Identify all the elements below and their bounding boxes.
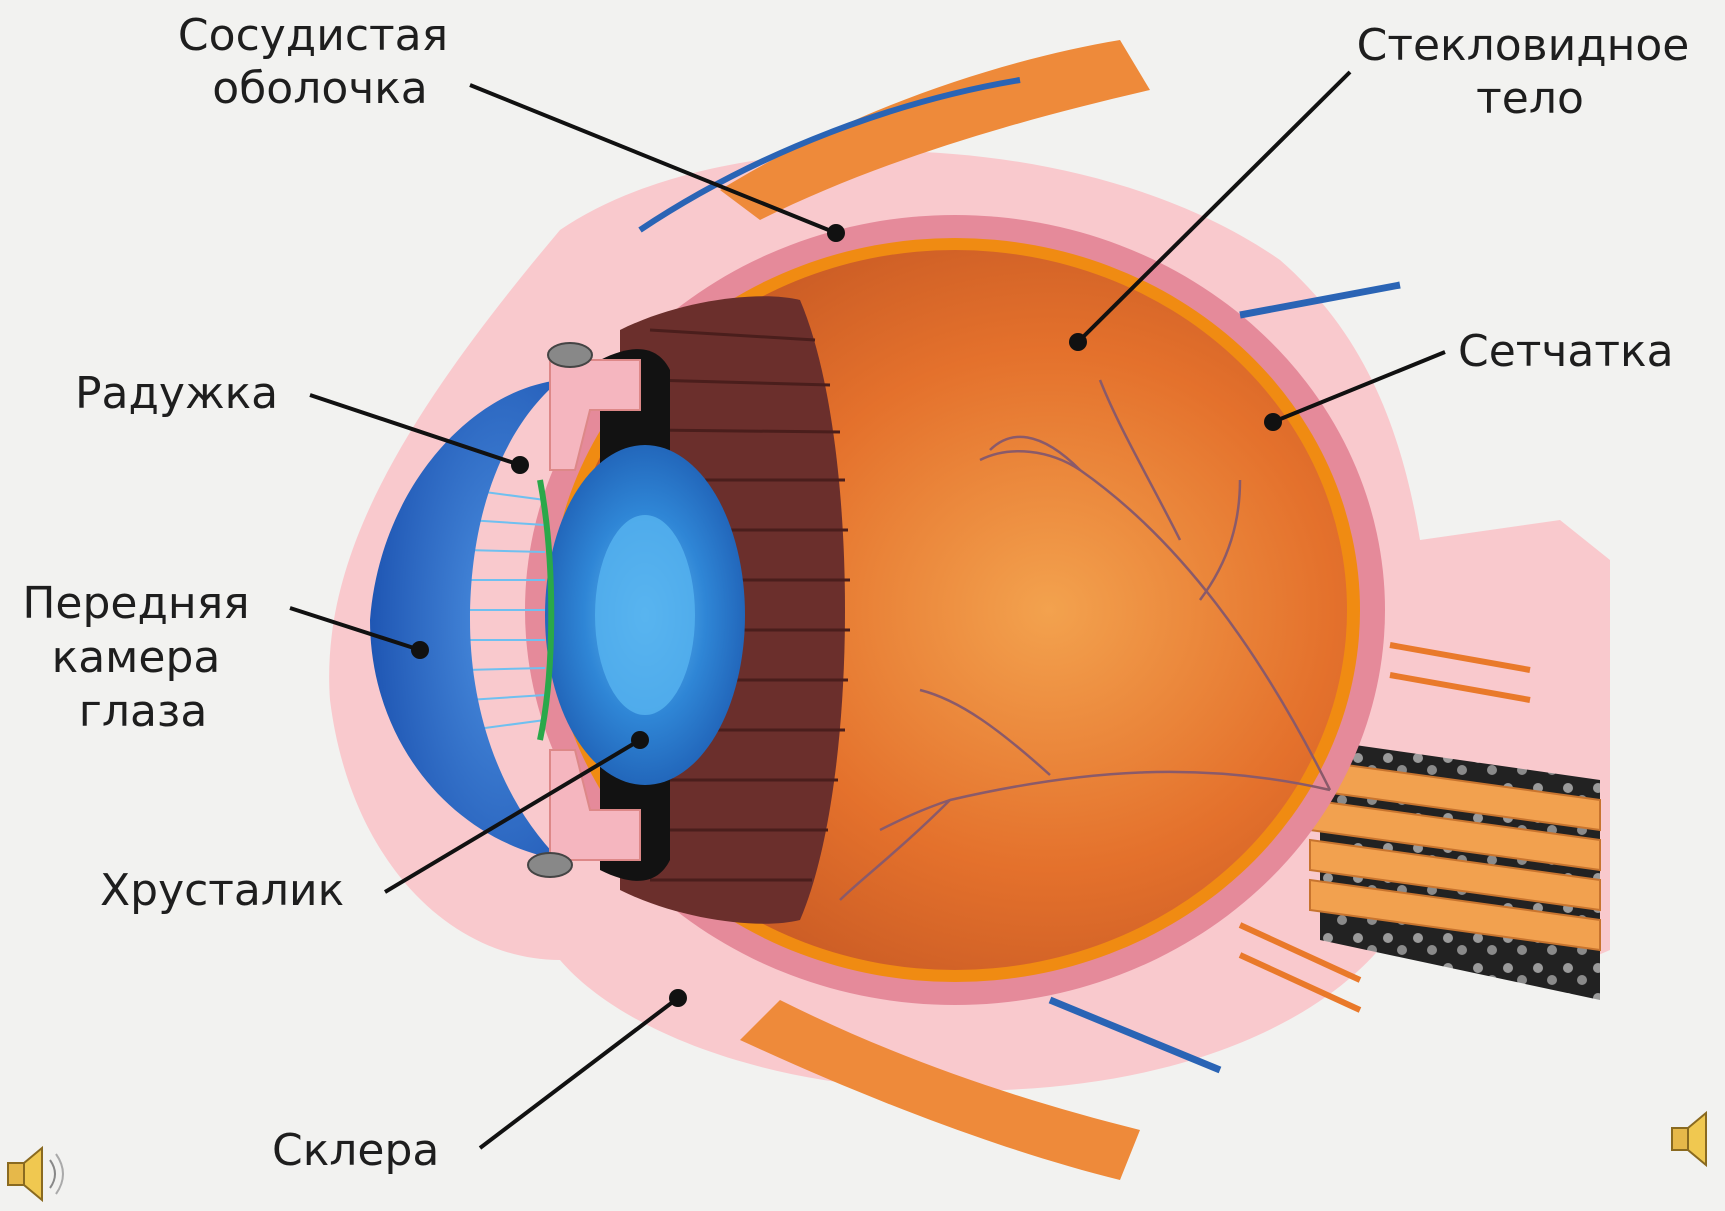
label-iris: Радужка [75,368,278,419]
label-anterior-chamber-line1: Передняя [22,578,249,629]
speaker-icon [8,1148,63,1200]
label-retina-line1: Сетчатка [1458,326,1674,377]
label-sclera-line1: Склера [272,1125,439,1176]
label-sclera: Склера [272,1125,439,1176]
lens-nucleus [595,515,695,715]
label-anterior-chamber: Передняя камера глаза [22,578,263,737]
speaker-button-right[interactable] [1672,1113,1706,1165]
label-iris-line1: Радужка [75,368,278,419]
label-choroid-line2: оболочка [212,63,428,114]
label-choroid: Сосудистая оболочка [178,10,462,114]
label-choroid-line1: Сосудистая [178,10,448,61]
label-lens: Хрусталик [100,865,344,916]
label-anterior-chamber-line2: камера [52,632,221,683]
label-vitreous-line1: Стекловидное [1357,20,1690,71]
label-vitreous-line2: тело [1476,73,1584,124]
label-vitreous: Стекловидное тело [1357,20,1704,124]
label-anterior-chamber-line3: глаза [79,686,208,737]
speaker-icon [1672,1113,1706,1165]
label-lens-line1: Хрусталик [100,865,344,916]
speaker-button-left[interactable] [8,1148,63,1200]
label-retina: Сетчатка [1458,326,1674,377]
